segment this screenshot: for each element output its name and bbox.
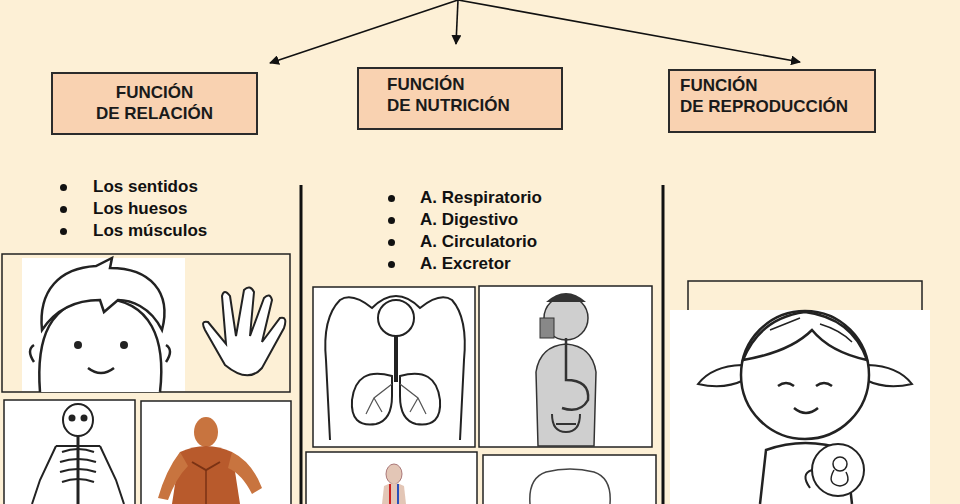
list-item: A. Circulatorio xyxy=(420,231,537,253)
muscles-picture xyxy=(141,401,291,504)
list-bullet xyxy=(388,217,395,224)
list-bullet xyxy=(60,228,67,235)
list-item: Los sentidos xyxy=(93,176,198,198)
excretory-picture xyxy=(483,455,656,504)
function-box: FUNCIÓN DE RELACIÓN xyxy=(51,72,258,135)
list-bullet xyxy=(60,184,67,191)
circulatory-picture xyxy=(306,452,477,504)
function-box: FUNCIÓN DE NUTRICIÓN xyxy=(357,67,563,130)
list-item: A. Digestivo xyxy=(420,209,518,231)
box-title: FUNCIÓN DE REPRODUCCIÓN xyxy=(680,75,866,117)
list-item: A. Excretor xyxy=(420,253,511,275)
skeleton-picture xyxy=(4,400,135,504)
senses-picture xyxy=(2,254,290,392)
reproduction-picture xyxy=(670,281,930,504)
branch-arrows xyxy=(270,0,800,63)
digestive-picture xyxy=(479,286,652,447)
list-bullet xyxy=(388,195,395,202)
list-item: Los músculos xyxy=(93,220,207,242)
box-title: FUNCIÓN DE NUTRICIÓN xyxy=(387,74,553,116)
list-item: A. Respiratorio xyxy=(420,187,542,209)
list-bullet xyxy=(388,239,395,246)
list-bullet xyxy=(388,261,395,268)
list-item: Los huesos xyxy=(93,198,187,220)
function-box: FUNCIÓN DE REPRODUCCIÓN xyxy=(668,69,876,133)
lungs-picture xyxy=(313,287,475,447)
list-bullet xyxy=(60,206,67,213)
box-title: FUNCIÓN DE RELACIÓN xyxy=(61,82,248,124)
